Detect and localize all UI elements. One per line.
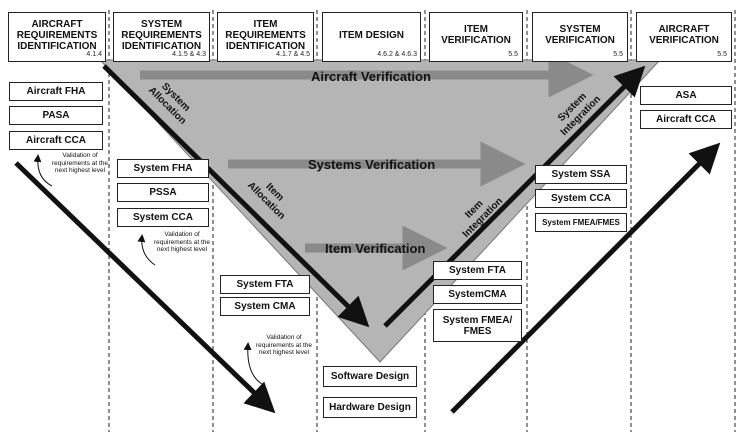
header-item-verification: ITEM VERIFICATION 5.5 [429,12,523,62]
header-title: ITEM REQUIREMENTS IDENTIFICATION [225,18,306,52]
aircraft-cca-box: Aircraft CCA [9,131,103,150]
header-system-requirements: SYSTEM REQUIREMENTS IDENTIFICATION 4.1.5… [113,12,210,62]
header-ref: 4.6.2 & 4.6.3 [377,51,417,58]
system-fmea-box-right: System FMEA/ FMES [433,309,522,342]
item-verification-label: Item Verification [325,241,426,256]
header-title: ITEM VERIFICATION [441,24,511,46]
header-title: AIRCRAFT VERIFICATION [649,24,719,46]
header-ref: 5.5 [613,51,623,58]
system-fha-box: System FHA [117,159,209,178]
outer-left-arrow [14,161,276,414]
asa-box: ASA [640,86,732,105]
validation-note-1: Validation of requirements at the next h… [52,152,109,174]
systems-verification-label: Systems Verification [308,157,436,172]
header-ref: 4.1.7 & 4.5 [276,51,310,58]
system-fta-box-left: System FTA [220,275,310,294]
system-cma-box-right: SystemCMA [433,285,522,304]
outer-right-arrow [450,142,721,414]
header-aircraft-requirements: AIRCRAFT REQUIREMENTS IDENTIFICATION 4.1… [8,12,106,62]
system-fmea-fmes-box: System FMEA/FMES [535,213,627,232]
header-title: SYSTEM REQUIREMENTS IDENTIFICATION [121,18,202,52]
header-item-requirements: ITEM REQUIREMENTS IDENTIFICATION 4.1.7 &… [217,12,314,62]
system-cma-box-left: System CMA [220,297,310,316]
header-ref: 4.1.5 & 4.3 [172,51,206,58]
system-fta-box-right: System FTA [433,261,522,280]
allocation-arrow [102,64,370,328]
validation-curve-3 [243,342,263,385]
system-cca-box: System CCA [117,208,209,227]
system-cca-box-right: System CCA [535,189,627,208]
aircraft-fha-box: Aircraft FHA [9,82,103,101]
header-title: AIRCRAFT REQUIREMENTS IDENTIFICATION [16,18,98,52]
aircraft-cca-box-right: Aircraft CCA [640,110,732,129]
validation-note-2: Validation of requirements at the next h… [154,231,211,253]
software-design-box: Software Design [323,366,417,387]
validation-curve-2 [137,234,156,266]
validation-curve-1 [33,154,53,187]
header-ref: 5.5 [508,51,518,58]
header-title: SYSTEM VERIFICATION [545,24,615,46]
aircraft-verification-label: Aircraft Verification [311,69,431,84]
header-system-verification: SYSTEM VERIFICATION 5.5 [532,12,628,62]
header-title: ITEM DESIGN [338,29,404,41]
integration-arrow [383,65,646,328]
header-aircraft-verification: AIRCRAFT VERIFICATION 5.5 [636,12,732,62]
pasa-box: PASA [9,106,103,125]
header-ref: 5.5 [717,51,727,58]
validation-note-3: Validation of requirements at the next h… [256,334,313,356]
pssa-box: PSSA [117,183,209,202]
system-ssa-box: System SSA [535,165,627,184]
header-ref: 4.1.4 [86,51,102,58]
hardware-design-box: Hardware Design [323,397,417,418]
header-item-design: ITEM DESIGN 4.6.2 & 4.6.3 [322,12,421,62]
